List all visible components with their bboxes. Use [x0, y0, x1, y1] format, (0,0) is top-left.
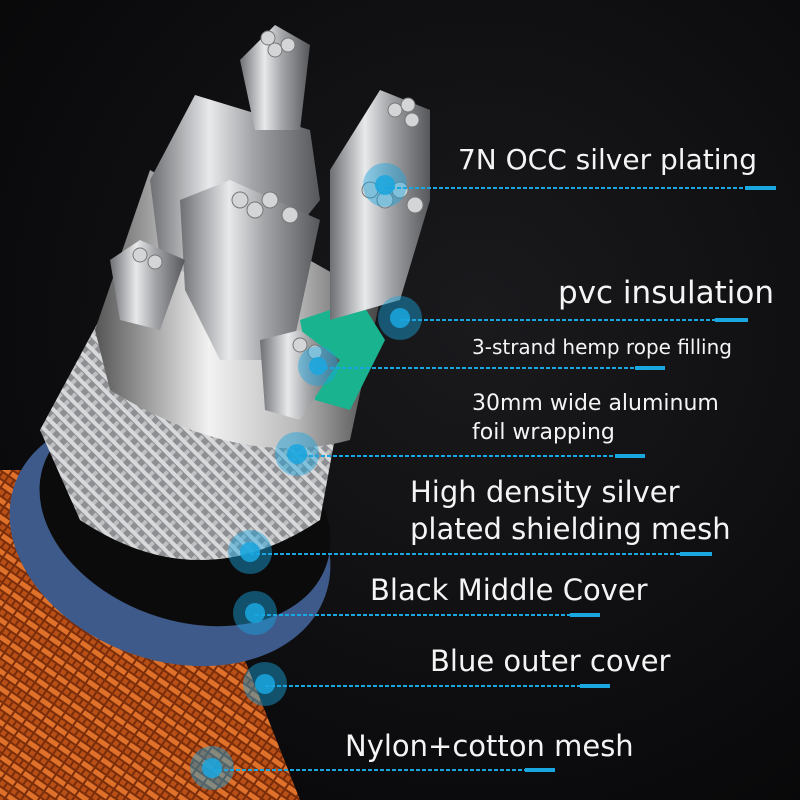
label-blue-outer-cover: Blue outer cover — [430, 644, 671, 678]
conductor-strands — [110, 25, 430, 420]
label-shielding-mesh-line1: High density silver — [410, 475, 680, 509]
label-hemp-rope-filling: 3-strand hemp rope filling — [472, 335, 732, 359]
label-black-middle-cover: Black Middle Cover — [370, 573, 648, 607]
label-silver-plating: 7N OCC silver plating — [457, 143, 757, 176]
cable-body — [0, 25, 430, 800]
label-pvc-insulation: pvc insulation — [558, 275, 774, 311]
label-aluminum-foil-line2: foil wrapping — [472, 420, 615, 445]
label-shielding-mesh-line2: plated shielding mesh — [410, 512, 731, 546]
callout-lines — [212, 186, 776, 772]
label-aluminum-foil-line1: 30mm wide aluminum — [472, 391, 719, 416]
callout-dots — [190, 163, 422, 790]
label-nylon-cotton-mesh: Nylon+cotton mesh — [345, 729, 634, 763]
